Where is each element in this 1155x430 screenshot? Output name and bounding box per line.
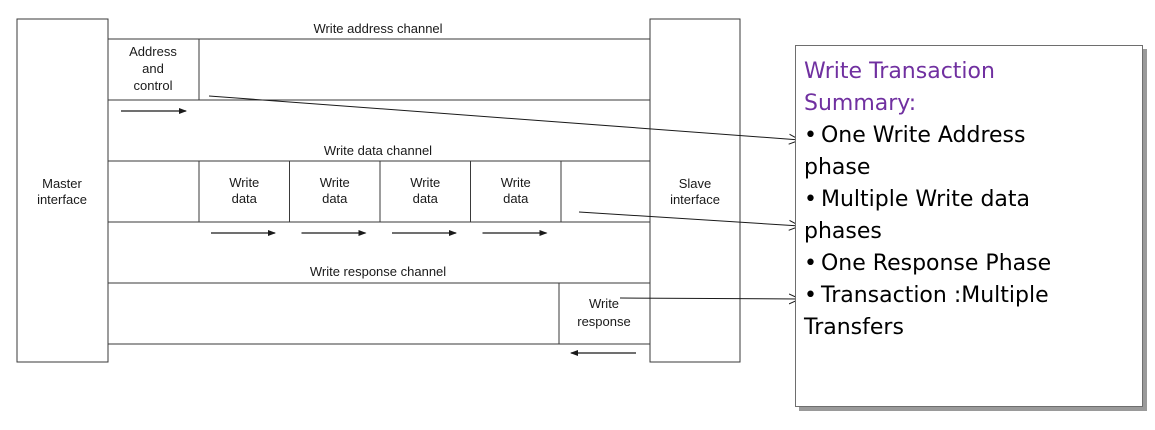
callout-address-to-summary xyxy=(208,95,800,140)
bullet-icon: • xyxy=(804,123,817,148)
summary-item-address-line2: phase xyxy=(804,155,871,180)
summary-item-data-cont: phases xyxy=(804,216,1134,248)
write-response-channel-label: Write response channel xyxy=(310,264,446,279)
write-data-cell-label: data xyxy=(413,191,439,206)
bullet-icon: • xyxy=(804,283,817,308)
summary-item-address-cont: phase xyxy=(804,152,1134,184)
write-data-cell-label: data xyxy=(232,191,258,206)
summary-title-line2: Summary: xyxy=(804,91,917,116)
summary-item-transaction: •Transaction :Multiple xyxy=(804,280,1134,312)
write-response-label-line1: Write xyxy=(589,296,619,311)
summary-item-data-line2: phases xyxy=(804,219,882,244)
write-data-cell-label: data xyxy=(503,191,529,206)
summary-item-address-line1: One Write Address xyxy=(820,123,1026,148)
slave-interface-box xyxy=(649,18,741,363)
summary-item-data: •Multiple Write data xyxy=(804,184,1134,216)
bullet-icon: • xyxy=(804,251,817,276)
summary-item-transaction-line1: Transaction :Multiple xyxy=(820,283,1049,308)
master-interface-label-line1: Master xyxy=(42,176,82,191)
bullet-icon: • xyxy=(804,187,817,212)
address-control-label-line3: control xyxy=(133,78,172,93)
summary-title-line1: Write Transaction xyxy=(804,59,995,84)
summary-list: •One Write Address phase •Multiple Write… xyxy=(804,120,1134,344)
write-data-cell-label: Write xyxy=(410,175,440,190)
write-data-cell-label: Write xyxy=(501,175,531,190)
summary-item-response: •One Response Phase xyxy=(804,248,1134,280)
master-interface-box xyxy=(16,18,109,363)
write-response-label-line2: response xyxy=(577,314,630,329)
write-data-cell-label: Write xyxy=(320,175,350,190)
write-transaction-summary-box: Write Transaction Summary: •One Write Ad… xyxy=(795,45,1143,407)
summary-item-data-line1: Multiple Write data xyxy=(820,187,1030,212)
callout-response-to-summary xyxy=(619,298,800,299)
write-address-channel-label: Write address channel xyxy=(313,21,442,36)
write-data-cell-label: data xyxy=(322,191,348,206)
summary-item-transaction-line2: Transfers xyxy=(804,315,904,340)
write-data-cell-label: Write xyxy=(229,175,259,190)
slave-interface-label-line2: interface xyxy=(670,192,720,207)
address-control-label-line2: and xyxy=(142,61,164,76)
master-interface-label-line2: interface xyxy=(37,192,87,207)
callout-data-to-summary xyxy=(578,211,800,226)
summary-item-transaction-cont: Transfers xyxy=(804,312,1134,344)
summary-item-response-line1: One Response Phase xyxy=(820,251,1052,276)
slave-interface-label-line1: Slave xyxy=(679,176,712,191)
address-control-label-line1: Address xyxy=(129,44,177,59)
write-data-channel-label: Write data channel xyxy=(324,143,432,158)
summary-item-address: •One Write Address xyxy=(804,120,1134,152)
